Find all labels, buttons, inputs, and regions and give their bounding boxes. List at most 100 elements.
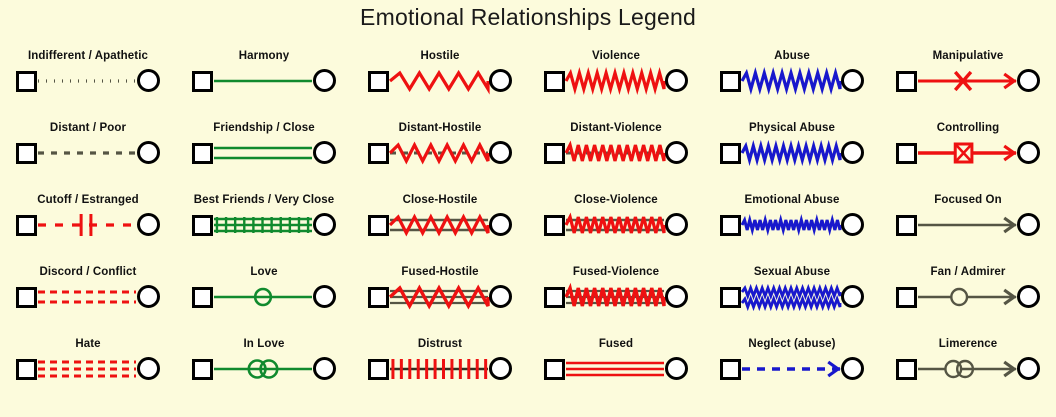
female-circle-icon: [313, 285, 336, 308]
male-square-icon: [368, 215, 389, 236]
relationship-line-cutoff-red: [38, 208, 136, 242]
relationship-line-zigzag-tight-red: [566, 64, 664, 98]
male-square-icon: [192, 143, 213, 164]
male-square-icon: [720, 215, 741, 236]
female-circle-icon: [1017, 69, 1040, 92]
female-circle-icon: [841, 69, 864, 92]
legend-item-symbol: [365, 280, 515, 314]
legend-item-symbol: [189, 64, 339, 98]
relationship-line-green-two-circles: [214, 352, 312, 386]
legend-item-symbol: [189, 352, 339, 386]
legend-item[interactable]: Limerence: [880, 338, 1056, 410]
legend-item[interactable]: In Love: [176, 338, 352, 410]
legend-item-symbol: [893, 280, 1043, 314]
female-circle-icon: [137, 213, 160, 236]
legend-item[interactable]: Hate: [0, 338, 176, 410]
legend-item-label: Harmony: [238, 50, 290, 62]
relationship-line-ticked-red: [390, 352, 488, 386]
legend-item[interactable]: Manipulative: [880, 50, 1056, 122]
legend-item-label: Manipulative: [932, 50, 1004, 62]
female-circle-icon: [489, 285, 512, 308]
legend-item[interactable]: Fused-Hostile: [352, 266, 528, 338]
male-square-icon: [896, 143, 917, 164]
male-square-icon: [368, 359, 389, 380]
legend-item[interactable]: Distant-Hostile: [352, 122, 528, 194]
legend-item-label: Fused-Hostile: [401, 266, 479, 278]
legend-item-symbol: [13, 208, 163, 242]
female-circle-icon: [841, 357, 864, 380]
female-circle-icon: [665, 213, 688, 236]
male-square-icon: [192, 287, 213, 308]
legend-item[interactable]: Focused On: [880, 194, 1056, 266]
legend-item[interactable]: Harmony: [176, 50, 352, 122]
male-square-icon: [544, 71, 565, 92]
legend-item[interactable]: Indifferent / Apathetic: [0, 50, 176, 122]
legend-item-label: Neglect (abuse): [748, 338, 836, 350]
legend-item-label: Violence: [592, 50, 640, 62]
female-circle-icon: [313, 213, 336, 236]
legend-item-label: Hate: [75, 338, 101, 350]
legend-item-label: Emotional Abuse: [744, 194, 840, 206]
female-circle-icon: [489, 141, 512, 164]
legend-item-label: Best Friends / Very Close: [193, 194, 335, 206]
legend-item-label: Distant / Poor: [49, 122, 127, 134]
legend-item[interactable]: Sexual Abuse: [704, 266, 880, 338]
male-square-icon: [720, 287, 741, 308]
legend-item-label: Fused: [598, 338, 634, 350]
legend-item[interactable]: Controlling: [880, 122, 1056, 194]
legend-item[interactable]: Close-Hostile: [352, 194, 528, 266]
male-square-icon: [16, 71, 37, 92]
legend-item-symbol: [13, 352, 163, 386]
relationship-line-dashed-blue-arrow: [742, 352, 840, 386]
male-square-icon: [544, 143, 565, 164]
relationship-line-dashed-zigzag-wide-red: [390, 136, 488, 170]
legend-item-label: Fused-Violence: [572, 266, 660, 278]
legend-item-symbol: [717, 352, 867, 386]
legend-item[interactable]: Distrust: [352, 338, 528, 410]
legend-item[interactable]: Fused: [528, 338, 704, 410]
legend-item[interactable]: Abuse: [704, 50, 880, 122]
male-square-icon: [896, 215, 917, 236]
female-circle-icon: [1017, 213, 1040, 236]
legend-item[interactable]: Discord / Conflict: [0, 266, 176, 338]
legend-item-symbol: [365, 208, 515, 242]
legend-item-label: Close-Hostile: [402, 194, 478, 206]
legend-item[interactable]: Fused-Violence: [528, 266, 704, 338]
legend-item-symbol: [717, 136, 867, 170]
relationship-line-triple-dashed-red: [38, 352, 136, 386]
legend-item-symbol: [893, 208, 1043, 242]
legend-item[interactable]: Cutoff / Estranged: [0, 194, 176, 266]
male-square-icon: [16, 287, 37, 308]
relationship-line-double-zigzag-wide-red: [390, 208, 488, 242]
legend-item-symbol: [893, 64, 1043, 98]
legend-item[interactable]: Best Friends / Very Close: [176, 194, 352, 266]
legend-item[interactable]: Love: [176, 266, 352, 338]
female-circle-icon: [137, 141, 160, 164]
legend-item-symbol: [717, 280, 867, 314]
legend-item[interactable]: Distant / Poor: [0, 122, 176, 194]
male-square-icon: [192, 359, 213, 380]
relationship-line-zigzag-wide-red: [390, 64, 488, 98]
legend-item-label: Fan / Admirer: [930, 266, 1006, 278]
legend-item[interactable]: Distant-Violence: [528, 122, 704, 194]
male-square-icon: [544, 287, 565, 308]
female-circle-icon: [489, 357, 512, 380]
legend-item-symbol: [189, 208, 339, 242]
legend-item-label: Love: [250, 266, 278, 278]
legend-item[interactable]: Close-Violence: [528, 194, 704, 266]
legend-item[interactable]: Friendship / Close: [176, 122, 352, 194]
relationship-line-dashed-gray: [38, 136, 136, 170]
legend-item[interactable]: Neglect (abuse): [704, 338, 880, 410]
relationship-line-dotted-gray: [38, 64, 136, 98]
legend-item[interactable]: Physical Abuse: [704, 122, 880, 194]
legend-item[interactable]: Hostile: [352, 50, 528, 122]
male-square-icon: [720, 143, 741, 164]
legend-item-symbol: [541, 208, 691, 242]
legend-item-label: Sexual Abuse: [753, 266, 831, 278]
legend-item[interactable]: Violence: [528, 50, 704, 122]
legend-item[interactable]: Fan / Admirer: [880, 266, 1056, 338]
legend-item-label: Distant-Hostile: [398, 122, 482, 134]
legend-item[interactable]: Emotional Abuse: [704, 194, 880, 266]
female-circle-icon: [665, 285, 688, 308]
